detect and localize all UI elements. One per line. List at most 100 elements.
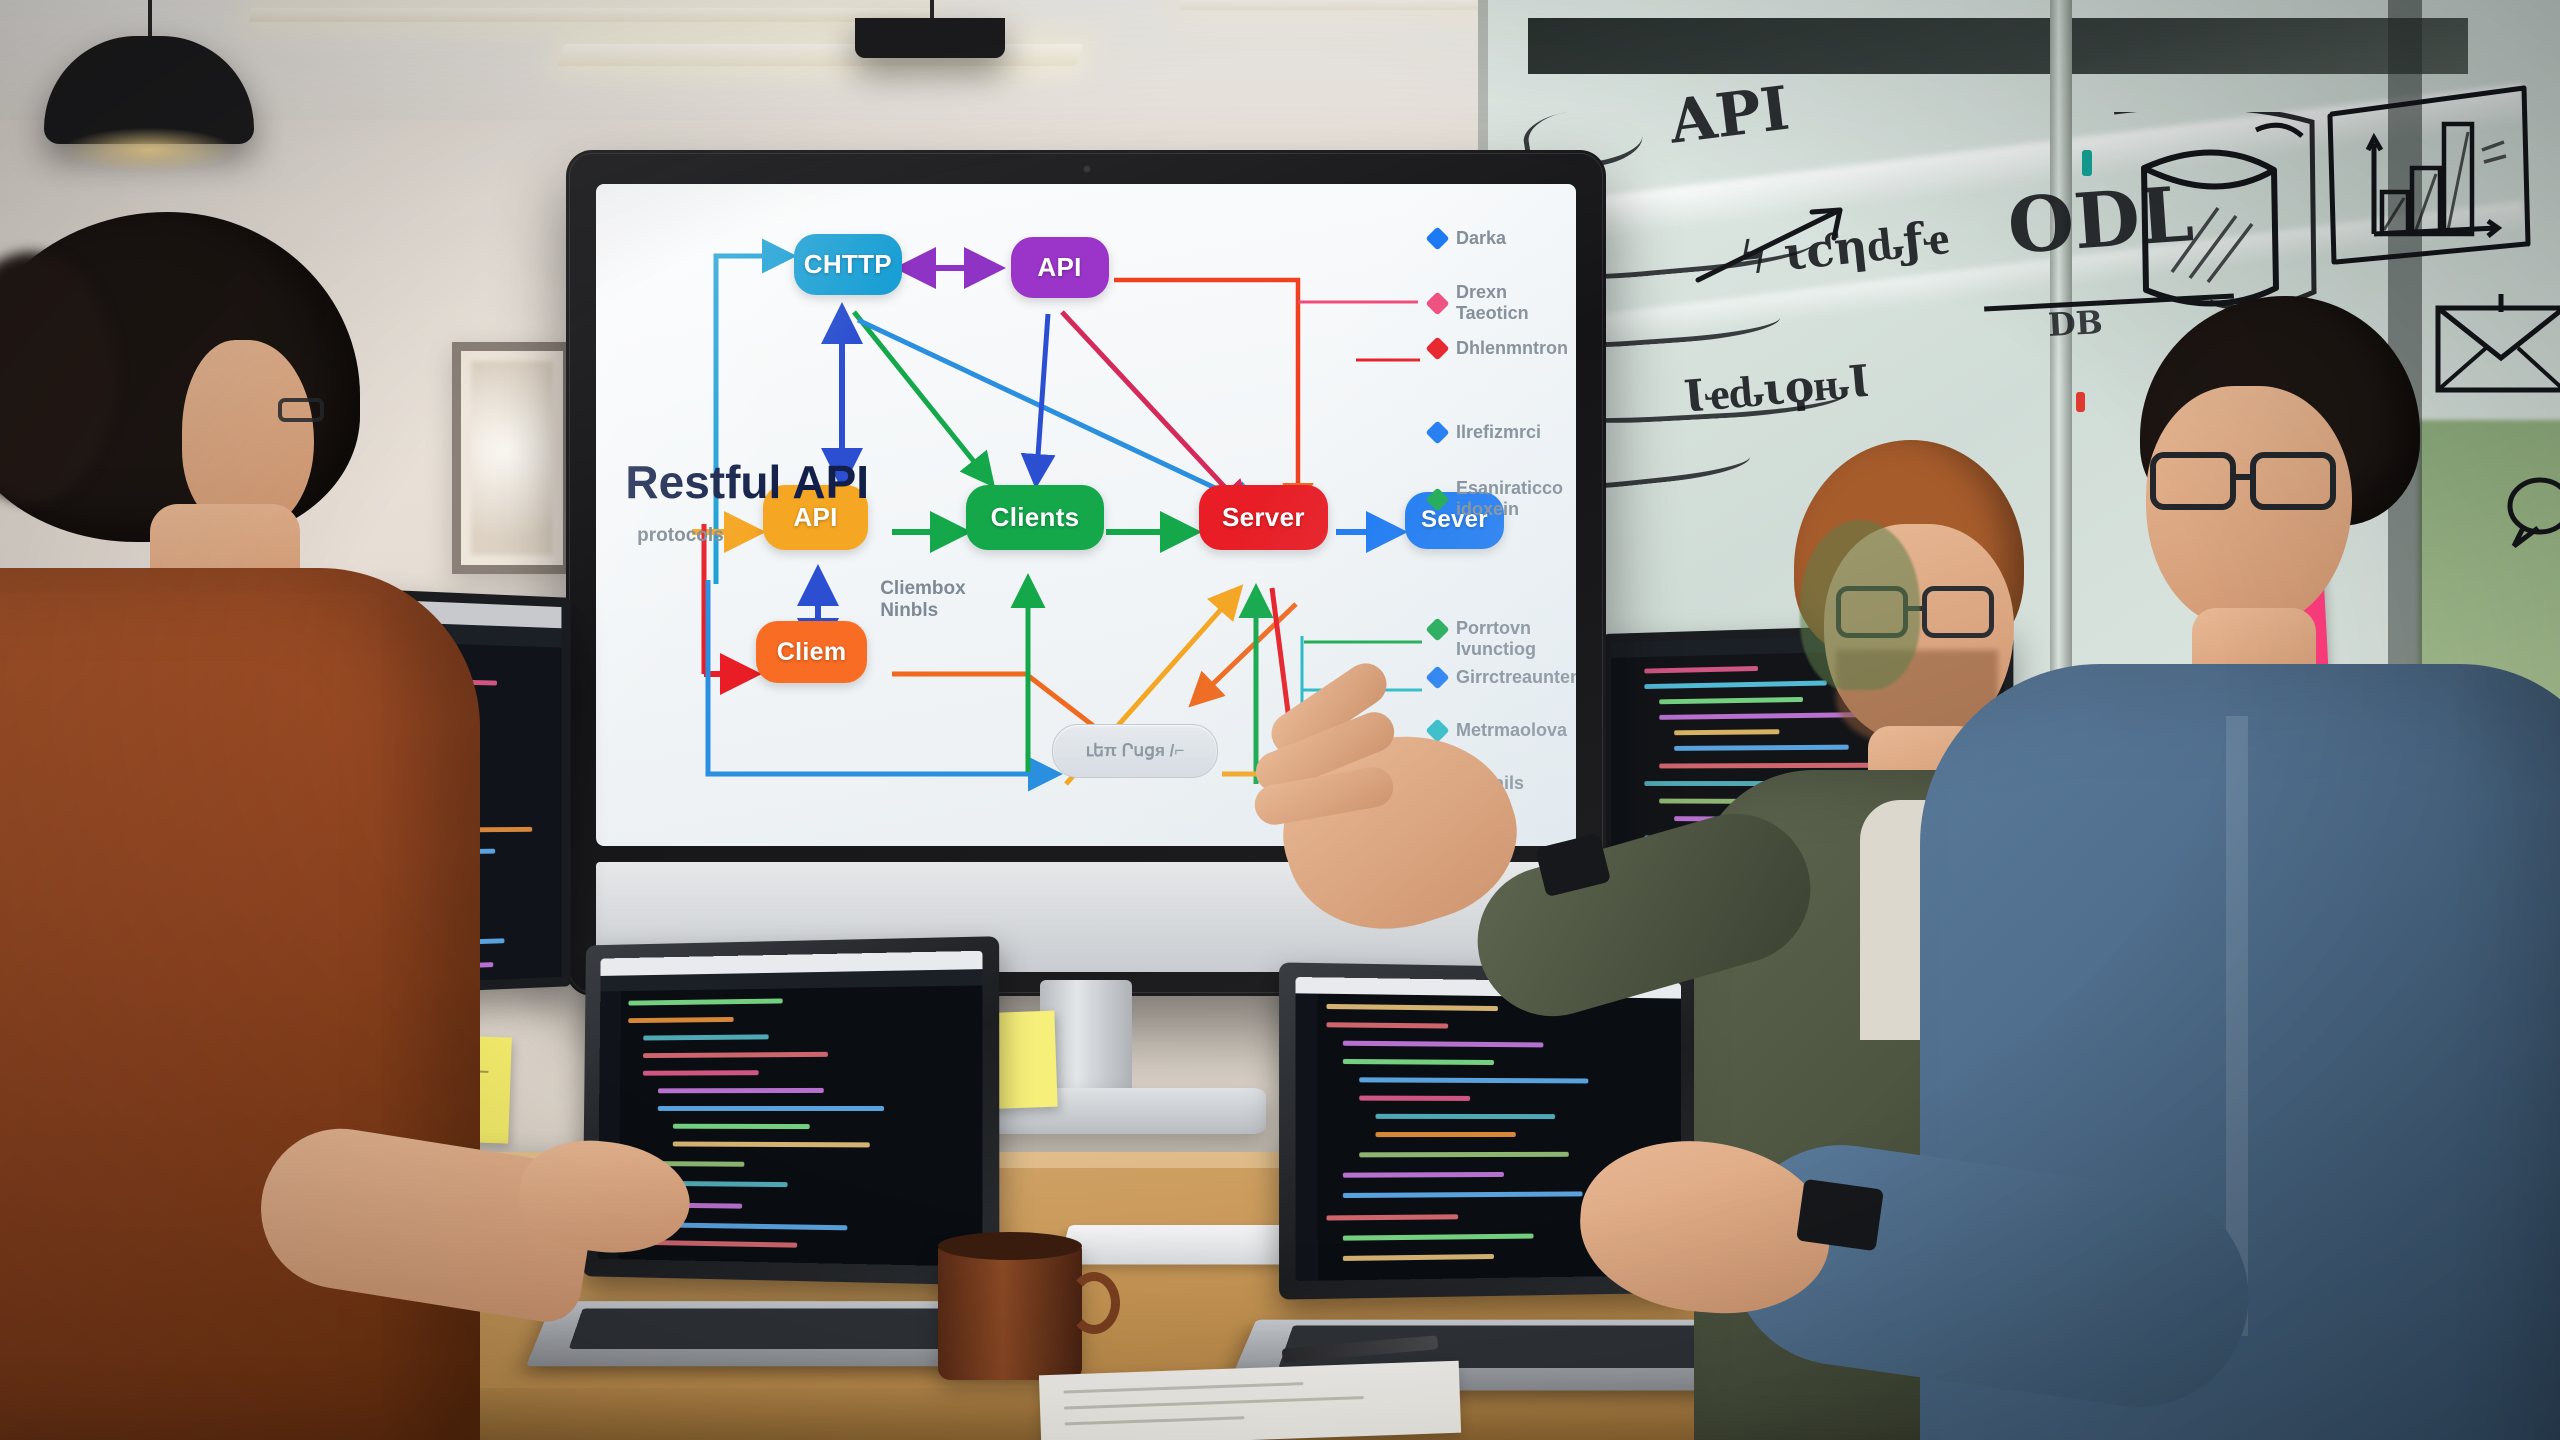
code-line: [1359, 1077, 1589, 1084]
code-line: [643, 1051, 828, 1059]
node-sever-label: Sever: [1421, 506, 1488, 534]
code-line: [1659, 762, 1894, 769]
legend-label-3: Ilrefizmrci: [1456, 422, 1542, 443]
pendant-rod-1: [148, 0, 152, 40]
person-right-glasses-bridge: [2236, 474, 2254, 480]
legend-diamond-icon: [1425, 617, 1450, 642]
legend-label-6: Girrctreaunten): [1456, 667, 1576, 688]
legend-item-3: Ilrefizmrci: [1425, 420, 1542, 445]
code-line: [672, 1123, 810, 1130]
speech-bubble-sketch: [2507, 477, 2560, 548]
person-left-glasses: [278, 398, 324, 422]
wall-art-image: [471, 361, 553, 555]
person-right-glasses-left[interactable]: [2150, 452, 2236, 510]
doc-text-line: [1063, 1396, 1364, 1410]
endpoint-pill-label: ւեπ Րսցя /⌐: [1085, 740, 1185, 760]
desktop-monitor[interactable]: CHTTP API API Clients Server Sever: [566, 150, 1606, 996]
code-line: [1326, 1214, 1459, 1221]
code-line: [1342, 1171, 1504, 1178]
envelope-sketch: [2435, 294, 2560, 393]
pendant-glow-1: [64, 128, 234, 172]
node-server-label: Server: [1221, 502, 1305, 533]
marker-teal[interactable]: [2082, 150, 2092, 176]
person-left-torso: [0, 568, 480, 1440]
ceiling-light-strip-3: [1179, 0, 1501, 10]
code-line: [641, 1239, 798, 1248]
diagram-title: Restful API: [625, 456, 870, 509]
person-right-shirt-placket: [2226, 716, 2248, 1336]
node-api-mid-label: API: [793, 502, 838, 533]
wristwatch-right: [1796, 1178, 1884, 1252]
pendant-rod-2: [930, 0, 934, 26]
legend-label-2: Dhlenmntron: [1456, 337, 1568, 358]
code-line: [1375, 1113, 1556, 1120]
marker-red[interactable]: [2076, 392, 2085, 412]
code-line: [642, 1070, 759, 1076]
client-methods-label: Cliembox Ninbls: [880, 577, 966, 622]
person-left-face: [182, 340, 314, 530]
person-right-glasses-right[interactable]: [2250, 452, 2336, 510]
code-line: [1674, 729, 1780, 736]
node-server[interactable]: Server: [1198, 485, 1329, 551]
legend-diamond-icon: [1425, 226, 1450, 251]
code-line: [1359, 1151, 1569, 1158]
code-line: [1342, 1058, 1494, 1066]
node-chttp-label: CHTTP: [803, 248, 892, 279]
node-api-mid[interactable]: API: [762, 485, 869, 551]
legend-item-1: Drexn Taeoticn: [1425, 281, 1576, 324]
person-center-glasses-right[interactable]: [1922, 586, 1994, 638]
code-line: [1375, 1131, 1516, 1138]
doc-text-line: [1064, 1416, 1245, 1426]
mug-handle-dark: [1068, 1272, 1120, 1334]
code-line: [657, 1105, 885, 1112]
whiteboard-text-db: DB: [2047, 303, 2104, 344]
api-architecture-diagram: CHTTP API API Clients Server Sever: [596, 184, 1576, 846]
legend-diamond-icon: [1425, 420, 1450, 445]
code-line: [1326, 1003, 1498, 1012]
legend-item-7: Metrmaolova: [1425, 718, 1567, 743]
legend-item-0: Darka: [1425, 226, 1507, 251]
node-clients[interactable]: Clients: [966, 485, 1104, 551]
node-clients-label: Clients: [990, 502, 1080, 533]
monitor-screen[interactable]: CHTTP API API Clients Server Sever: [596, 184, 1576, 846]
legend-diamond-icon: [1425, 665, 1450, 690]
node-sever[interactable]: Sever: [1404, 491, 1505, 549]
code-line: [628, 998, 783, 1006]
legend-label-0: Darka: [1456, 227, 1507, 248]
legend-diamond-icon: [1425, 487, 1450, 512]
coffee-mug-dark[interactable]: [938, 1244, 1082, 1380]
printed-document[interactable]: [1038, 1360, 1462, 1440]
legend-diamond-icon: [1425, 291, 1450, 316]
node-chttp[interactable]: CHTTP: [793, 233, 902, 295]
code-line: [1326, 1022, 1449, 1029]
code-line: [1674, 744, 1849, 751]
code-line: [643, 1034, 769, 1041]
node-api-top[interactable]: API: [1010, 236, 1109, 298]
legend-item-4: Esaniraticco idoxein: [1425, 478, 1576, 520]
mug-rim-dark: [938, 1232, 1082, 1260]
code-line: [1644, 665, 1759, 674]
legend-item-5: Porrtovn Ivunctiog: [1425, 617, 1536, 660]
whiteboard-squiggle-2: ƖҽԃιϙԋƖ: [1681, 355, 1872, 423]
endpoint-pill-box[interactable]: ւեπ Րսցя /⌐: [1051, 723, 1219, 778]
code-line: [628, 1016, 734, 1024]
bar-chart-sketch: [2327, 85, 2531, 265]
code-line: [657, 1087, 824, 1094]
node-client[interactable]: Cliem: [755, 620, 868, 684]
pendant-lamp-2: [855, 18, 1005, 58]
legend-label-5: Porrtovn Ivunctiog: [1456, 617, 1536, 659]
office-plant: [1800, 520, 1920, 690]
node-client-label: Cliem: [776, 637, 847, 666]
code-line: [1659, 696, 1803, 705]
legend-item-6: Girrctreaunten): [1425, 665, 1576, 690]
ceiling-light-strip-1: [248, 8, 932, 22]
window-frame-dark: [1528, 18, 2468, 74]
code-line: [1342, 1253, 1494, 1261]
whiteboard-arrow-1: [1695, 207, 1843, 283]
code-line: [1342, 1191, 1583, 1199]
legend-diamond-icon: [1425, 336, 1450, 361]
legend-label-1: Drexn Taeoticn: [1456, 281, 1529, 324]
legend-item-2: Dhlenmntron: [1425, 336, 1568, 361]
code-line: [1342, 1233, 1534, 1241]
